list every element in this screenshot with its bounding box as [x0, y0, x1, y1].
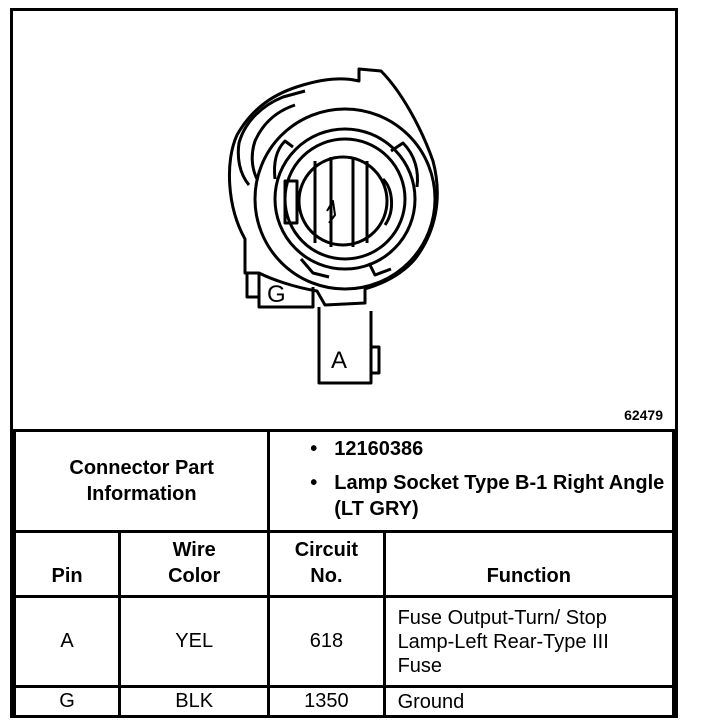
header-wire-color: Wire Color [118, 530, 271, 598]
row-a-circuit: 618 [267, 595, 386, 688]
header-circuit-no: Circuit No. [267, 530, 386, 598]
socket-bore [297, 155, 389, 247]
table-row: A YEL 618 Fuse Output-Turn/ Stop Lamp-Le… [12, 595, 676, 688]
table-row: G BLK 1350 Ground [12, 685, 676, 718]
figure-id: 62479 [624, 407, 663, 423]
pin-label-a: A [331, 347, 348, 374]
housing-lip [236, 89, 306, 186]
row-a-function: Fuse Output-Turn/ Stop Lamp-Left Rear-Ty… [382, 595, 676, 688]
row-g-pin: G [12, 685, 122, 718]
connector-table: Connector Part Information 12160386 Lamp… [12, 429, 676, 718]
connector-part-info: 12160386 Lamp Socket Type B-1 Right Angl… [267, 429, 675, 533]
diagram-frame: G A 62479 Connector Part Information 121… [10, 8, 678, 718]
contact-right-tab [381, 177, 393, 226]
housing-outline [228, 67, 439, 307]
connector-figure: G A 62479 [13, 11, 675, 429]
part-number: 12160386 [310, 436, 672, 462]
header-function: Function [382, 530, 676, 598]
row-g-function: Ground [382, 685, 676, 718]
lamp-socket-drawing [228, 67, 439, 385]
connector-part-row: Connector Part Information 12160386 Lamp… [12, 429, 675, 533]
socket-outer-ring [253, 107, 437, 291]
terminal-g-block [257, 273, 315, 309]
row-a-wire-color: YEL [118, 595, 271, 688]
row-g-circuit: 1350 [267, 685, 386, 718]
part-description: Lamp Socket Type B-1 Right Angle (LT GRY… [310, 470, 672, 522]
row-a-pin: A [12, 595, 122, 688]
socket-ring-2 [273, 127, 417, 271]
header-pin: Pin [12, 530, 122, 598]
row-g-wire-color: BLK [118, 685, 271, 718]
header-row: Pin Wire Color Circuit No. Function [12, 530, 676, 598]
contact-left-tab [283, 179, 299, 225]
pin-label-g: G [267, 281, 286, 308]
connector-part-label: Connector Part Information [12, 429, 271, 533]
